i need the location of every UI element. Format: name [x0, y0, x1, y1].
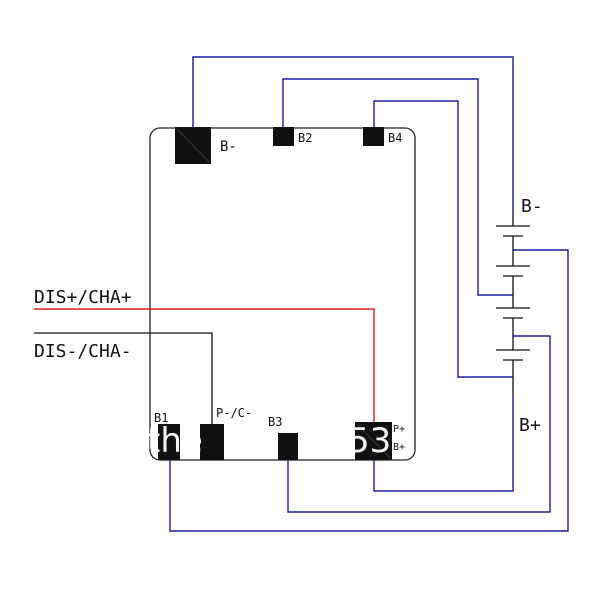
label-b4: B4 [388, 131, 402, 145]
wire-b2 [282, 78, 513, 296]
pad-b1 [158, 424, 180, 460]
pad-b4 [363, 127, 384, 146]
label-dis-minus: DIS-/CHA- [34, 341, 132, 362]
battery-pack [496, 213, 530, 395]
wire-b3 [287, 335, 551, 513]
watermark-left: the [147, 421, 203, 461]
label-battery-b-plus: B+ [519, 415, 541, 436]
wire-b1 [169, 249, 569, 532]
wire-dis-minus [34, 332, 213, 424]
label-battery-b-minus: B- [521, 196, 543, 217]
label-b3: B3 [268, 415, 282, 429]
label-p-plus-top: P+ [393, 424, 405, 435]
label-b2: B2 [298, 131, 312, 145]
pad-b3 [278, 433, 298, 460]
wire-b-minus [192, 56, 514, 213]
label-b-minus: B- [220, 139, 237, 155]
pad-b-minus-hatch [176, 128, 210, 163]
label-p-plus-bottom: B+ [393, 442, 405, 453]
pad-b2 [273, 127, 294, 146]
wire-b4 [373, 100, 513, 378]
pad-p-c-minus [200, 424, 224, 460]
wire-b-plus [373, 395, 514, 492]
label-dis-plus: DIS+/CHA+ [34, 287, 132, 308]
label-b1: B1 [154, 411, 168, 425]
watermark-right: 53 [348, 421, 391, 461]
balance-wires [169, 56, 569, 532]
bms-board-outline [149, 127, 416, 461]
label-p-c-minus: P-/C- [216, 406, 252, 420]
wire-dis-plus [34, 308, 375, 422]
pad-p-plus-hatch [356, 423, 391, 459]
